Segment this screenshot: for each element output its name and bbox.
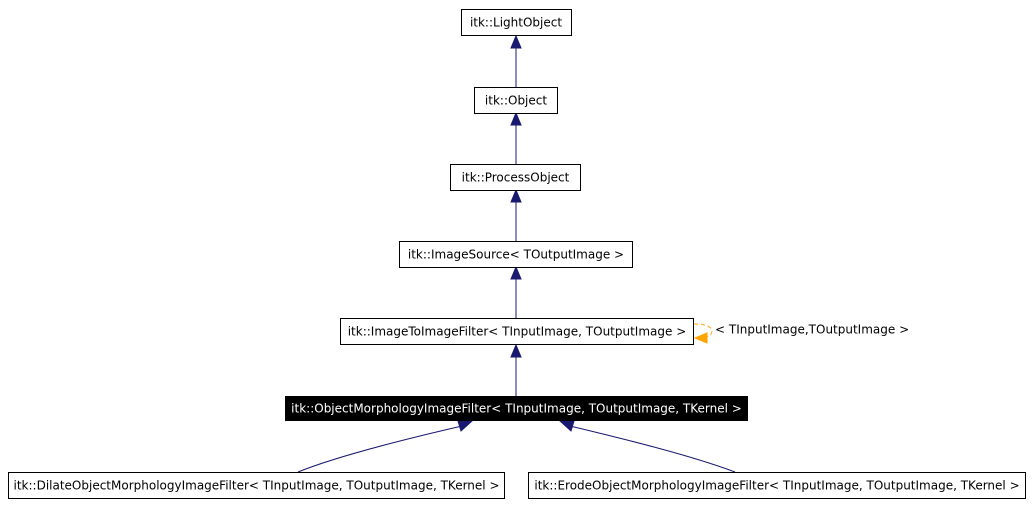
node-imagetoimagefilter[interactable]: itk::ImageToImageFilter< TInputImage, TO…: [340, 318, 694, 345]
node-lightobject-label: itk::LightObject: [470, 16, 562, 30]
template-edge-label: < TInputImage,TOutputImage >: [715, 323, 909, 337]
edges: [297, 34, 736, 473]
node-objectmorphologyfilter-label: itk::ObjectMorphologyImageFilter< TInput…: [291, 402, 742, 416]
node-object[interactable]: itk::Object: [474, 87, 558, 114]
arrowhead-object: [510, 111, 522, 126]
template-arrowhead: [693, 332, 708, 344]
node-objectmorphologyfilter[interactable]: itk::ObjectMorphologyImageFilter< TInput…: [285, 396, 748, 421]
node-erodefilter-label: itk::ErodeObjectMorphologyImageFilter< T…: [534, 479, 1019, 493]
node-lightobject[interactable]: itk::LightObject: [461, 9, 572, 36]
node-processobject-label: itk::ProcessObject: [462, 171, 570, 185]
node-object-label: itk::Object: [485, 94, 547, 108]
node-imagesource-label: itk::ImageSource< TOutputImage >: [408, 248, 624, 262]
node-processobject[interactable]: itk::ProcessObject: [450, 164, 581, 191]
node-imagesource[interactable]: itk::ImageSource< TOutputImage >: [399, 241, 633, 268]
arrowhead-objectmorph-right: [558, 420, 575, 432]
arrowhead-lightobject: [510, 34, 522, 49]
node-imagetoimagefilter-label: itk::ImageToImageFilter< TInputImage, TO…: [348, 325, 687, 339]
edge-dilate-to-objectmorph: [297, 425, 463, 473]
nodes: itk::LightObject itk::Object itk::Proces…: [8, 9, 1026, 499]
arrowhead-processobject: [510, 188, 522, 203]
arrowhead-imagesource: [510, 265, 522, 280]
node-dilatefilter[interactable]: itk::DilateObjectMorphologyImageFilter< …: [8, 472, 505, 499]
edge-erode-to-objectmorph: [569, 425, 736, 473]
arrowhead-objectmorph-left: [457, 420, 474, 432]
arrowhead-imagetoimage: [510, 343, 522, 358]
node-erodefilter[interactable]: itk::ErodeObjectMorphologyImageFilter< T…: [528, 472, 1026, 499]
node-dilatefilter-label: itk::DilateObjectMorphologyImageFilter< …: [14, 479, 500, 493]
